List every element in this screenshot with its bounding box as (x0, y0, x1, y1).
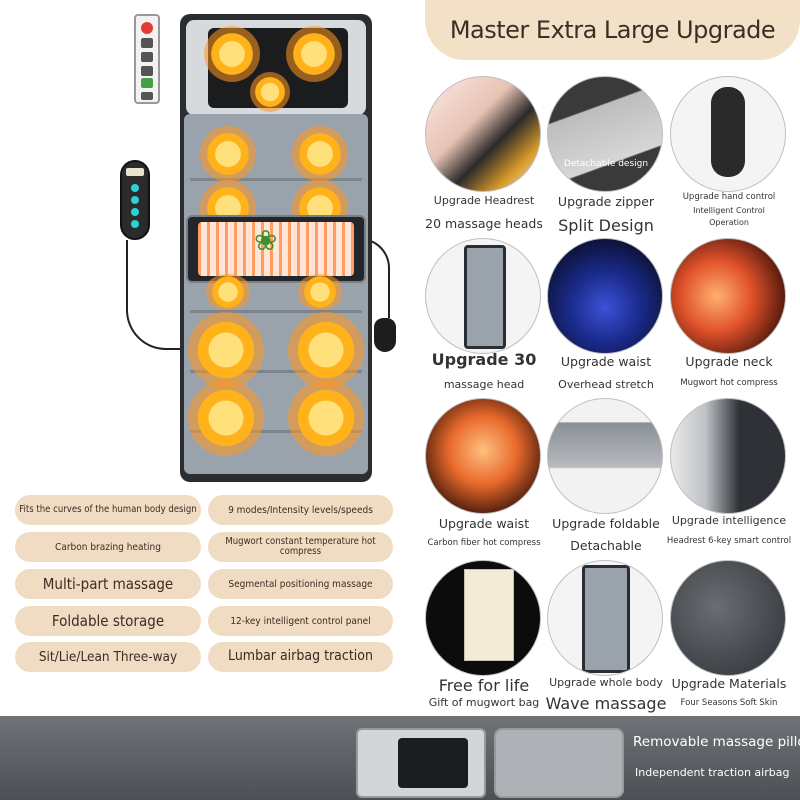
heat-node-icon (288, 312, 364, 388)
mat-heads-image (425, 238, 541, 354)
whole-body-image (547, 560, 663, 676)
heat-node-icon (288, 380, 364, 456)
mugwort-leaf-icon: ❀ (254, 225, 278, 256)
smart-control-image (670, 398, 786, 514)
waist-stretch-image (547, 238, 663, 354)
feature-pill: Carbon brazing heating (15, 532, 201, 562)
feature-pill: Foldable storage (15, 606, 201, 636)
feature-pill: Fits the curves of the human body design (15, 495, 201, 525)
airbag-image (494, 728, 624, 798)
product-image-massage-mat: ❀ (100, 10, 410, 482)
feature-pill: 9 modes/Intensity levels/speeds (208, 495, 393, 525)
heat-node-icon (250, 72, 290, 112)
remote-cable (126, 240, 186, 350)
feature-pill: Sit/Lie/Lean Three-way (15, 642, 201, 672)
foldable-image (547, 398, 663, 514)
title-banner: Master Extra Large Upgrade (425, 0, 800, 60)
heat-node-icon (188, 312, 264, 388)
heat-node-icon (200, 126, 256, 182)
pillow-image (356, 728, 486, 798)
hand-remote-image (120, 160, 150, 240)
neck-image (670, 238, 786, 354)
pillow-label: Removable massage pillow (633, 734, 800, 750)
page-title: Master Extra Large Upgrade (449, 16, 776, 44)
waist-carbon-image (425, 398, 541, 514)
control-panel-image (134, 14, 160, 104)
feature-pill: Lumbar airbag traction (208, 642, 393, 672)
heat-node-icon (188, 380, 264, 456)
hand-control-image (670, 76, 786, 192)
airbag-label: Independent traction airbag (635, 766, 790, 779)
heat-node-icon (204, 274, 252, 310)
mugwort-bag-image (425, 560, 541, 676)
heat-node-icon (292, 126, 348, 182)
zipper-image: Detachable design (547, 76, 663, 192)
heat-node-icon (296, 274, 344, 310)
feature-pill: Multi-part massage (15, 569, 201, 599)
airbag-pump-icon (374, 318, 396, 352)
headrest-image (425, 76, 541, 192)
feature-pill: 12-key intelligent control panel (208, 606, 393, 636)
feature-pill: Segmental positioning massage (208, 569, 393, 599)
feature-pill: Mugwort constant temperature hot compres… (208, 532, 393, 562)
heat-node-icon (286, 26, 342, 82)
heat-node-icon (204, 26, 260, 82)
fabric-image (670, 560, 786, 676)
bottom-strip: Removable massage pillow Independent tra… (0, 716, 800, 800)
